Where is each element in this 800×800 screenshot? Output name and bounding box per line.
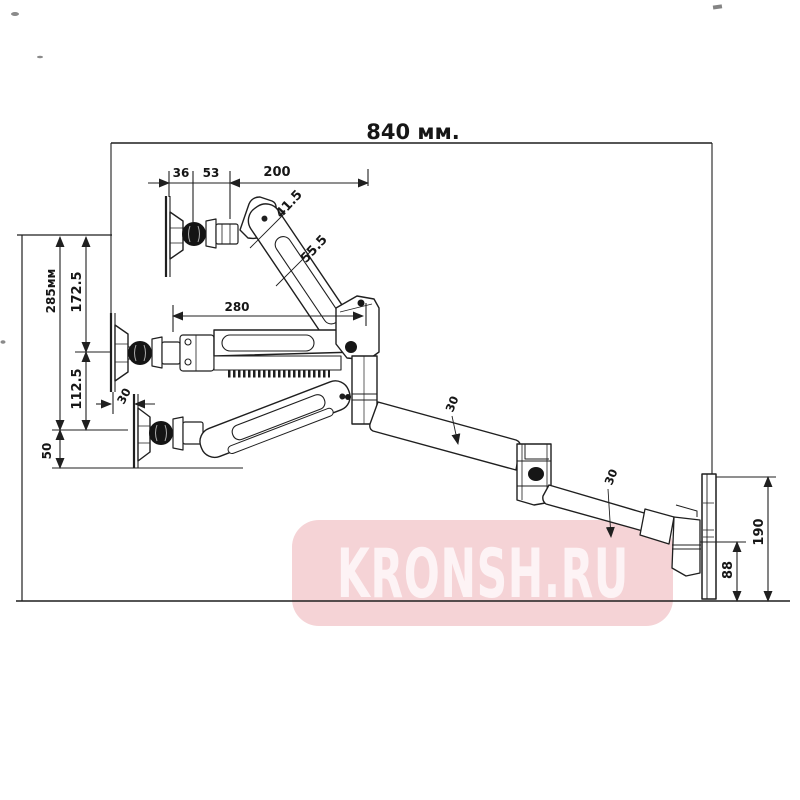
- ball-joint-top: [182, 222, 206, 246]
- dim-280-label: 280: [224, 300, 249, 314]
- pivot-joint: [335, 295, 380, 425]
- dim-41-label: 41.5: [273, 187, 306, 221]
- dim-200-label: 200: [263, 165, 290, 180]
- dim-36-label: 36: [173, 166, 190, 180]
- dim-53-label: 53: [203, 166, 220, 180]
- vesa-plate-bottom: [132, 394, 204, 468]
- watermark-background: [292, 520, 673, 626]
- dim-total-width-label: 840 мм.: [366, 120, 459, 144]
- leader-tube-1: [451, 415, 461, 445]
- dim-30-tube2-label: 30: [602, 467, 621, 487]
- dimension-labels: 840 мм. 36 53 200 41.5 55.5 280 285мм 17…: [40, 120, 767, 579]
- dim-88-label: 88: [721, 561, 736, 579]
- dim-30-offset-label: 30: [114, 386, 134, 407]
- dimension-lines: [16, 142, 790, 602]
- extension-arm-upper: [369, 401, 521, 471]
- dim-172-label: 172.5: [70, 271, 85, 312]
- wall-plate: [701, 473, 717, 600]
- dim-55-label: 55.5: [298, 232, 331, 266]
- gas-spring-arm-lowered: [199, 380, 351, 459]
- dim-30-tube1-label: 30: [443, 394, 462, 414]
- wall-bracket: [639, 504, 701, 577]
- dim-112-label: 112.5: [70, 368, 85, 409]
- dim-50-label: 50: [40, 443, 54, 460]
- watermark-text: KRONSH.RU: [337, 535, 629, 614]
- watermark: KRONSH.RU: [292, 520, 673, 626]
- dim-285-label: 285мм: [44, 269, 58, 314]
- leader-tube-2: [605, 488, 615, 538]
- ball-joint-bottom: [149, 421, 173, 445]
- mount-arm-geometry: [0, 4, 723, 600]
- leader-55: [275, 249, 313, 287]
- dim-190-label: 190: [752, 518, 767, 545]
- vesa-plate-middle: [109, 313, 215, 392]
- ball-joint-middle: [128, 341, 152, 365]
- scan-artifacts: [0, 4, 723, 344]
- leader-41: [249, 213, 285, 249]
